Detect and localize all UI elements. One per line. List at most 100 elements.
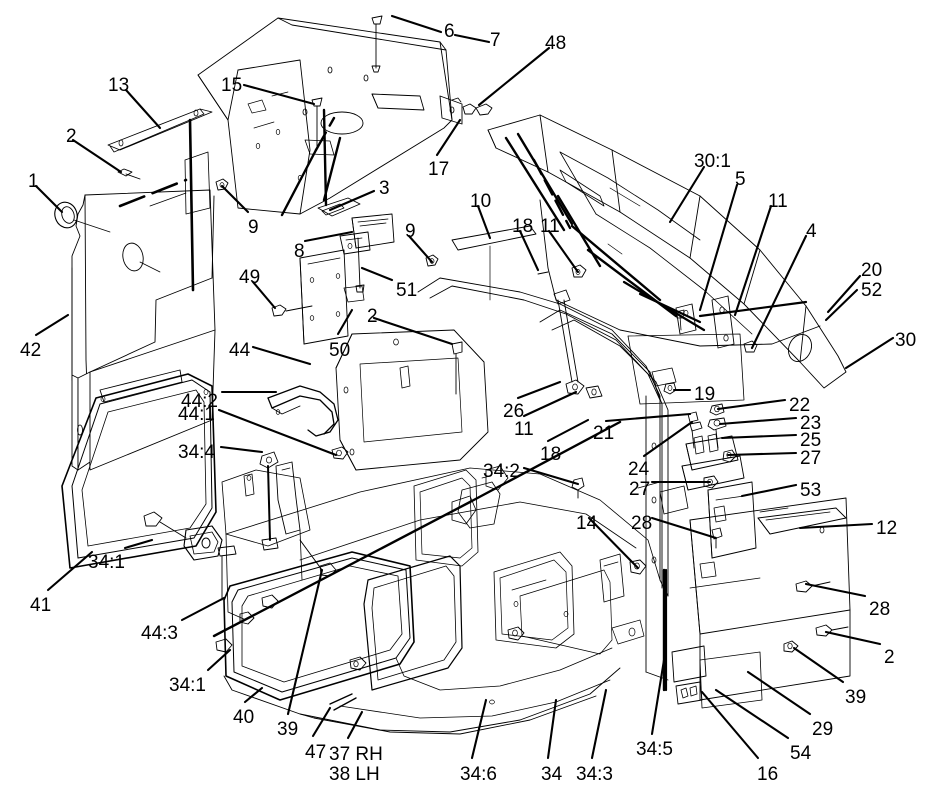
leader-line-1: [34, 184, 64, 214]
callout-label-20: 20: [861, 260, 883, 281]
leader-line-11: [547, 229, 580, 274]
callout-label-27: 27: [800, 448, 822, 469]
leader-line-22: [716, 398, 787, 411]
leader-line-44: [251, 345, 312, 366]
callout-label-24: 24: [628, 459, 650, 480]
leader-line-44-3: [180, 596, 226, 622]
leader-line-34-6: [470, 698, 488, 760]
callout-label-53: 53: [800, 480, 822, 501]
callout-label-2: 2: [66, 126, 77, 147]
callout-label-47: 47: [305, 742, 327, 763]
callout-label-41: 41: [30, 595, 52, 616]
leader-line-34-3: [590, 688, 608, 760]
callout-label-18: 18: [540, 444, 562, 465]
leader-line-23: [718, 416, 798, 426]
callout-label-34-1: 34:1: [88, 552, 125, 573]
callout-label-34-1: 34:1: [169, 675, 206, 696]
leader-line-20: [826, 274, 862, 314]
callout-label-2: 2: [884, 647, 895, 668]
leader-line-34-1: [123, 538, 154, 550]
leader-line-49: [251, 280, 277, 310]
callout-label-54: 54: [790, 743, 812, 764]
leader-line-17: [435, 118, 462, 157]
leader-line-5: [698, 183, 739, 312]
leader-line-3: [328, 189, 376, 212]
leader-line-13: [124, 88, 162, 130]
callout-label-39: 39: [277, 719, 299, 740]
leader-line-48: [477, 46, 551, 107]
callout-label-48: 48: [545, 33, 567, 54]
callout-label-34-5: 34:5: [636, 739, 673, 760]
callout-label-44: 44: [229, 340, 251, 361]
leader-line-44-1: [217, 408, 338, 457]
callout-label-6: 6: [444, 21, 455, 42]
leader-line-18: [546, 418, 590, 443]
leader-line-12: [798, 522, 874, 530]
leader-line-2: [372, 316, 454, 346]
callout-label-15: 15: [221, 75, 243, 96]
leader-line-4: [750, 234, 808, 350]
callout-label-29: 29: [812, 719, 834, 740]
callout-label-4: 4: [806, 221, 817, 242]
callout-label-18: 18: [512, 216, 534, 237]
callout-label-30-1: 30:1: [694, 151, 731, 172]
callout-label-11: 11: [540, 216, 560, 237]
callout-label-28: 28: [869, 599, 891, 620]
callout-label-27: 27: [629, 479, 651, 500]
callout-label-17: 17: [428, 159, 450, 180]
leader-line-34-5: [650, 658, 666, 736]
leader-line-8: [303, 230, 354, 243]
callout-label-3: 3: [379, 178, 390, 199]
leader-line-30-1: [668, 165, 706, 224]
callout-label-34-2: 34:2: [483, 461, 520, 482]
callout-label-40: 40: [233, 707, 255, 728]
callout-label-26: 26: [503, 401, 525, 422]
callout-label-5: 5: [735, 169, 746, 190]
leader-line-51: [360, 266, 394, 282]
leader-line-2: [71, 138, 123, 174]
leader-line-34: [546, 698, 558, 760]
leader-line-53: [740, 483, 798, 498]
callout-label-25: 25: [800, 430, 822, 451]
callout-label-50: 50: [329, 340, 351, 361]
leader-line-21: [604, 412, 692, 423]
leader-line-34-2: [522, 466, 580, 486]
callout-label-8: 8: [294, 241, 305, 262]
callout-label-39: 39: [845, 687, 867, 708]
callout-label-34: 34: [541, 764, 563, 785]
callout-label-52: 52: [861, 280, 883, 301]
leader-line-52: [824, 288, 859, 322]
leader-line-24: [642, 420, 694, 458]
callout-label-42: 42: [20, 340, 42, 361]
callout-label-28: 28: [631, 513, 653, 534]
leader-line-11: [522, 390, 578, 418]
callout-label-22: 22: [789, 395, 811, 416]
leader-line-14: [587, 516, 640, 570]
callout-label-44-2: 44:2: [181, 391, 218, 412]
callout-label-11: 11: [768, 191, 788, 212]
leader-line-26: [516, 380, 562, 400]
leader-line-39: [792, 646, 845, 684]
leader-line-34-1: [206, 648, 232, 672]
leader-line-39: [286, 568, 324, 716]
leader-line-6: [390, 14, 443, 34]
leader-line-41: [46, 550, 94, 592]
leader-line-47: [311, 706, 332, 738]
leader-line-7: [453, 33, 491, 44]
leader-line-10: [476, 204, 492, 240]
callout-label-34-6: 34:6: [460, 764, 497, 785]
callout-label-10: 10: [470, 191, 492, 212]
callout-label-9: 9: [248, 217, 259, 238]
callout-label-23: 23: [800, 413, 822, 434]
callout-label-2: 2: [367, 306, 378, 327]
leader-line-16: [700, 690, 760, 760]
leader-line-29: [746, 670, 812, 716]
callout-label-11: 11: [514, 419, 534, 440]
callout-label-37-RH: 37 RH: [329, 744, 383, 765]
callout-label-12: 12: [876, 518, 898, 539]
callout-label-30: 30: [895, 330, 917, 351]
leader-line-28: [804, 582, 867, 598]
callout-label-38-LH: 38 LH: [329, 764, 380, 785]
